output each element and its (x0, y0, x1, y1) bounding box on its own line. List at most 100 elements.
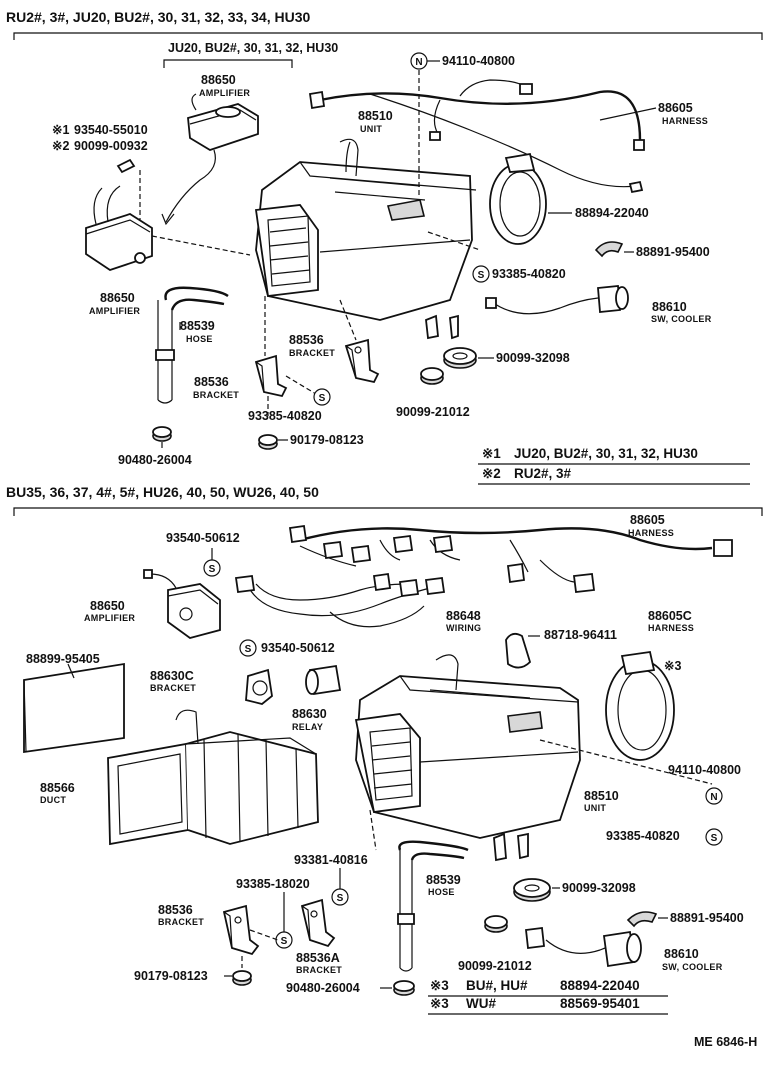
label-90480-26004-top: 90480-26004 (118, 453, 192, 467)
label-88536-top-a: 88536 (194, 375, 229, 389)
mark-1-screw: ※1 (52, 123, 69, 137)
screw-drawing-top (116, 158, 141, 225)
label-93540-55010: 93540-55010 (74, 123, 148, 137)
label-harness-bottom: HARNESS (628, 528, 674, 538)
label-hose-bottom: HOSE (428, 887, 455, 897)
grommet-26004-drawing-bottom (393, 980, 415, 996)
note-underlines-top (478, 463, 750, 485)
label-88891-95400-top: 88891-95400 (636, 245, 710, 259)
figure-id: ME 6846-H (694, 1035, 757, 1049)
label-90480-26004-bottom: 90480-26004 (286, 981, 360, 995)
label-93385-18020: 93385-18020 (236, 877, 310, 891)
note-underlines-bottom (428, 995, 668, 1015)
note-number-3b: 88569-95401 (560, 996, 640, 1011)
note-mark-1: ※1 (482, 446, 501, 461)
svg-text:S: S (319, 393, 326, 404)
label-90099-32098-top: 90099-32098 (496, 351, 570, 365)
s-symbol-93385-18020: S (275, 931, 293, 949)
grommet-08123-drawing-bottom (232, 970, 252, 986)
bottom-applicability: BU35, 36, 37, 4#, 5#, HU26, 40, 50, WU26… (6, 484, 319, 500)
label-88539-bottom: 88539 (426, 873, 461, 887)
label-90179-08123-top: 90179-08123 (290, 433, 364, 447)
label-harness-top: HARNESS (662, 116, 708, 126)
grommet-26004-drawing-top (152, 426, 172, 448)
bracket-a-drawing-top (254, 296, 317, 416)
grommet-32098-drawing-top (443, 347, 477, 369)
label-88894-22040-top: 88894-22040 (575, 206, 649, 220)
grommet-21012-drawing-top (420, 367, 444, 385)
label-sw-cooler-bottom: SW, COOLER (662, 962, 723, 972)
top-section-bracket (13, 32, 763, 40)
label-90099-00932: 90099-00932 (74, 139, 148, 153)
n-symbol-top: N (410, 52, 428, 70)
label-relay: RELAY (292, 722, 323, 732)
label-bracket-c: BRACKET (150, 683, 196, 693)
s-symbol-top-right: S (472, 265, 490, 283)
label-88510-bottom: 88510 (584, 789, 619, 803)
svg-text:N: N (415, 57, 422, 68)
label-88630c: 88630C (150, 669, 194, 683)
switch-drawing-top (485, 285, 629, 315)
wiring-drawing-bottom (234, 572, 446, 628)
svg-text:S: S (711, 833, 718, 844)
label-88605-top: 88605 (658, 101, 693, 115)
mark-2-screw: ※2 (52, 139, 69, 153)
label-93385-40820-top-right: 93385-40820 (492, 267, 566, 281)
label-90099-21012-top: 90099-21012 (396, 405, 470, 419)
clip-drawing-top (594, 241, 624, 258)
label-88605-bottom: 88605 (630, 513, 665, 527)
label-90099-32098-bottom: 90099-32098 (562, 881, 636, 895)
unit-drawing-bottom (354, 654, 713, 862)
hose-drawing-top (155, 286, 229, 404)
label-88536a: 88536A (296, 951, 340, 965)
label-88536-bottom: 88536 (158, 903, 193, 917)
s-symbol-93381: S (331, 888, 349, 906)
label-88891-95400-bottom: 88891-95400 (670, 911, 744, 925)
note-number-3a: 88894-22040 (560, 978, 640, 993)
label-93385-40820-bottom: 93385-40820 (606, 829, 680, 843)
label-amplifier-bottom: AMPLIFIER (84, 613, 135, 623)
bracket-a-drawing-bottom (300, 898, 336, 948)
top-sub-applicability: JU20, BU2#, 30, 31, 32, HU30 (168, 41, 338, 55)
relay-drawing (305, 664, 342, 696)
label-bracket-top-a: BRACKET (193, 390, 239, 400)
switch-drawing-bottom (525, 926, 642, 968)
label-93381-40816: 93381-40816 (294, 853, 368, 867)
label-88718-96411: 88718-96411 (544, 628, 617, 642)
label-amplifier-b: AMPLIFIER (89, 306, 140, 316)
label-88650-b: 88650 (100, 291, 135, 305)
svg-text:S: S (478, 270, 485, 281)
label-hose-top: HOSE (186, 334, 213, 344)
label-amplifier-a: AMPLIFIER (199, 88, 250, 98)
mark-3-ring: ※3 (664, 659, 681, 673)
label-88605c: 88605C (648, 609, 692, 623)
label-94110-40800-top: 94110-40800 (442, 54, 515, 68)
ring-drawing-top (489, 152, 547, 245)
leader-88899 (67, 663, 75, 679)
n-symbol-bottom: N (705, 787, 723, 805)
note-text-2: RU2#, 3# (514, 466, 572, 481)
svg-text:S: S (245, 644, 252, 655)
svg-text:S: S (337, 893, 344, 904)
label-88539-top: 88539 (180, 319, 215, 333)
label-88899-95405: 88899-95405 (26, 652, 100, 666)
svg-text:S: S (209, 564, 216, 575)
note-mark-2: ※2 (482, 466, 501, 481)
label-93540-50612-2: 93540-50612 (261, 641, 335, 655)
clip-drawing-bottom (626, 911, 658, 928)
ring-drawing-bottom (605, 650, 675, 761)
amplifier-drawing-bottom (143, 569, 221, 639)
harness-drawing-top (308, 79, 645, 194)
label-wiring: WIRING (446, 623, 481, 633)
note-mark-3a: ※3 (430, 978, 449, 993)
label-94110-40800-bottom: 94110-40800 (668, 763, 741, 777)
label-bracket-top-b: BRACKET (289, 348, 335, 358)
label-unit-top: UNIT (360, 124, 382, 134)
bottom-section-bracket (13, 507, 763, 516)
grommet-08123-drawing-top (258, 434, 278, 450)
panel-drawing (23, 662, 125, 754)
label-88536-top-b: 88536 (289, 333, 324, 347)
label-harness-c: HARNESS (648, 623, 694, 633)
s-symbol-top-left: S (313, 388, 331, 406)
s-symbol-amp-screw: S (203, 559, 221, 577)
